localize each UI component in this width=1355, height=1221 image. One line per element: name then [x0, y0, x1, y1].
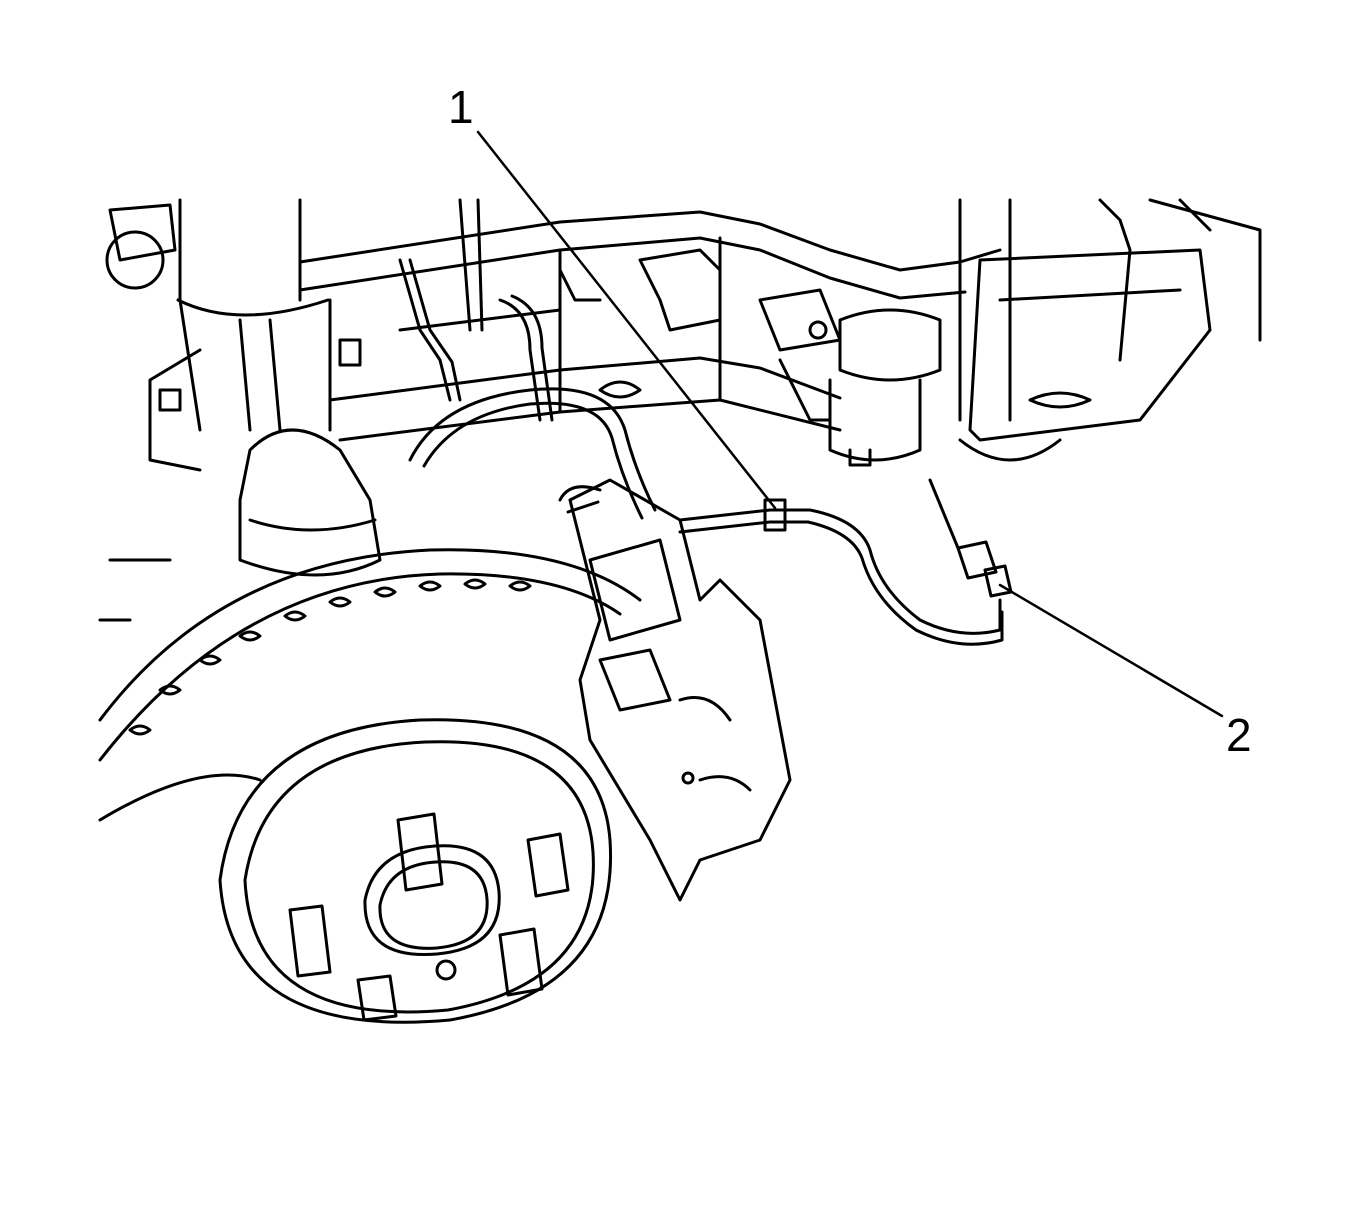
wheel-hub — [218, 718, 613, 1024]
left-strut — [105, 198, 382, 577]
callout-label-2: 2 — [1226, 709, 1252, 761]
frame-rail — [298, 210, 1002, 442]
callout-leaders — [476, 130, 1224, 718]
lug-studs — [288, 812, 570, 1022]
leader-line-1 — [476, 130, 777, 510]
brake-caliper — [558, 478, 792, 902]
callout-label-1: 1 — [448, 81, 474, 133]
right-strut-mount — [958, 198, 1262, 462]
leader-line-2 — [998, 583, 1224, 718]
brake-rotor — [98, 548, 642, 822]
sensor-wire — [678, 478, 1013, 646]
wire-retainer-clip — [763, 498, 787, 532]
wire-connector — [956, 540, 998, 580]
brake-hoses — [398, 198, 657, 520]
rotor-vent-holes — [128, 578, 532, 736]
center-actuator — [758, 288, 942, 467]
